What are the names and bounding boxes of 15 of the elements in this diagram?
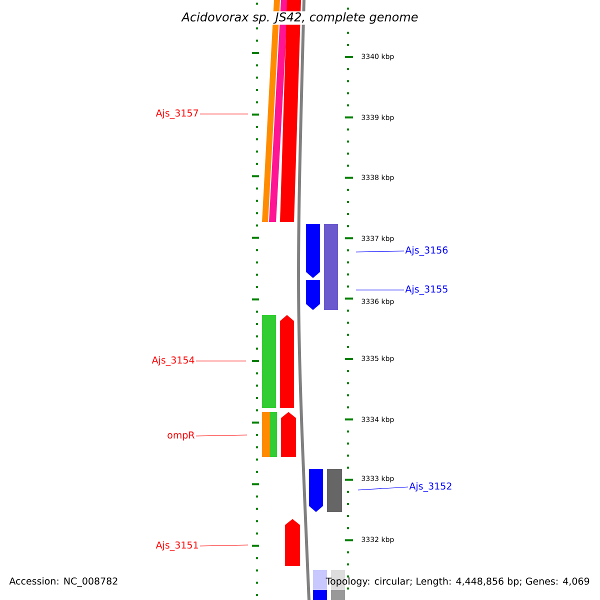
leader-line — [200, 544, 248, 546]
gene-label: Ajs_3152 — [409, 482, 452, 492]
leader-line — [358, 486, 408, 490]
accession-text: Accession: NC_008782 — [9, 577, 118, 587]
gene-label: Ajs_3154 — [152, 356, 194, 366]
leader-line — [196, 434, 248, 436]
leader-line — [196, 360, 246, 362]
gene-label: Ajs_3157 — [156, 109, 198, 119]
gene-label: ompR — [168, 432, 195, 440]
gene-label: Ajs_3155 — [405, 285, 448, 295]
gene-label: Ajs_3156 — [405, 246, 448, 256]
genome-info-text: Topology: circular; Length: 4,448,856 bp; Genes: 4,069 — [326, 577, 590, 587]
gene-label: Ajs_3151 — [156, 541, 198, 551]
leader-line — [356, 250, 404, 252]
title: Acidovorax sp. JS42, complete genome — [180, 11, 420, 25]
